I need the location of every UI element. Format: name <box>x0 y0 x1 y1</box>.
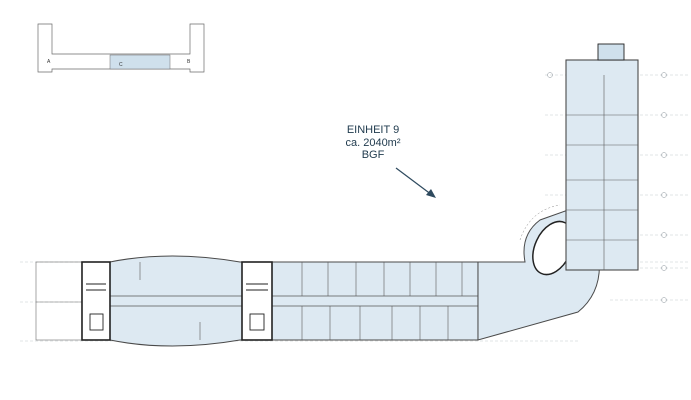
key-plan: A C B <box>37 23 205 73</box>
wing-b-fill <box>565 59 639 271</box>
key-plan-highlight <box>109 54 171 70</box>
wing-c-fill <box>81 255 479 347</box>
wing-b-partitions <box>566 75 638 270</box>
key-plan-label-b: B <box>187 59 191 65</box>
roof-stair <box>597 43 625 61</box>
key-plan-label-a: A <box>47 59 51 65</box>
stair-core-left <box>81 261 111 341</box>
left-annex <box>35 261 83 341</box>
stair-details <box>86 283 268 331</box>
callout-arrow <box>395 167 436 198</box>
stair-core-middle <box>241 261 273 341</box>
room-partitions <box>139 262 463 340</box>
unit-name: EINHEIT 9 <box>346 124 400 136</box>
unit-area: ca. 2040m² <box>345 136 401 149</box>
axis-markers <box>547 72 667 303</box>
corridor-lines <box>110 295 478 307</box>
wing-c <box>81 255 479 347</box>
unit-area-type: BGF <box>361 149 385 161</box>
unit-callout: EINHEIT 9 ca. 2040m² BGF <box>318 124 428 162</box>
key-plan-label-c: C <box>119 62 123 68</box>
wing-b <box>565 43 639 271</box>
